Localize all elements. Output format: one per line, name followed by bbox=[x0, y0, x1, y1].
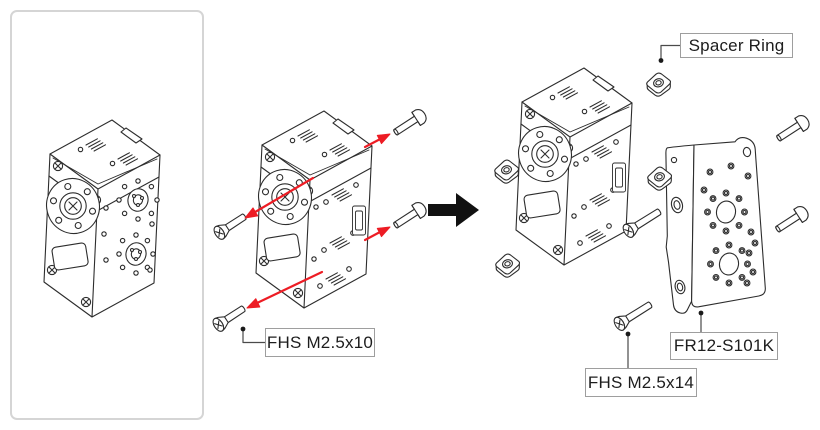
label-spacer-ring: Spacer Ring bbox=[680, 33, 793, 58]
insertion-arrow-top-right bbox=[363, 133, 391, 149]
leader-fhs10 bbox=[240, 326, 266, 344]
insertion-arrow-mid-right bbox=[363, 226, 391, 242]
leader-spacer-ring bbox=[658, 44, 681, 63]
insertion-arrow-upper-left bbox=[244, 176, 315, 219]
screw-fhs-m25x10-left-upper bbox=[211, 209, 250, 242]
packaged-part-panel bbox=[10, 10, 204, 420]
label-frame-plate: FR12-S101K bbox=[670, 332, 778, 360]
bracket-plate bbox=[665, 136, 766, 314]
leader-fhs14 bbox=[625, 331, 631, 369]
screw-pan-far-right-upper bbox=[773, 112, 813, 146]
servo-middle bbox=[251, 111, 372, 308]
screw-pan-right-upper bbox=[390, 106, 430, 140]
servo-right bbox=[511, 68, 632, 265]
label-fhs-m25x14: FHS M2.5x14 bbox=[585, 368, 697, 397]
screw-pan-far-right-lower bbox=[772, 203, 812, 237]
insertion-arrow-lower-left bbox=[246, 270, 324, 309]
screw-fhs-m25x14-lower bbox=[611, 297, 656, 333]
spacer-ring-bottom bbox=[495, 253, 521, 278]
leader-lines bbox=[240, 44, 704, 369]
screw-pan-right-lower bbox=[390, 199, 430, 233]
label-fhs-m25x10: FHS M2.5x10 bbox=[265, 328, 375, 357]
spacer-ring-top bbox=[646, 72, 672, 97]
servo-left bbox=[39, 120, 160, 317]
leader-fr12 bbox=[698, 310, 704, 333]
insertion-arrows bbox=[244, 133, 391, 309]
spacer-ring-left bbox=[494, 159, 520, 184]
step-arrow-icon bbox=[428, 193, 479, 227]
